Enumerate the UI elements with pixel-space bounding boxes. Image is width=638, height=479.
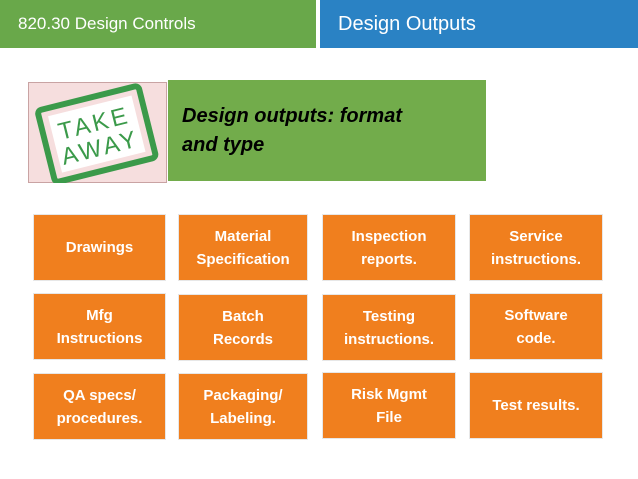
card-line1: Testing bbox=[362, 307, 416, 325]
headline-line1: Design outputs: format bbox=[182, 105, 402, 127]
card-line1: Mfg bbox=[86, 306, 113, 324]
headline-line2: and type bbox=[182, 134, 265, 156]
output-card-testing-instructions: Testing instructions. bbox=[322, 294, 456, 361]
card-line1: Batch bbox=[222, 307, 264, 325]
takeaway-badge: TAKE AWAY bbox=[28, 82, 167, 183]
card-line1: Inspection bbox=[351, 227, 427, 245]
card-line1: Risk Mgmt bbox=[351, 385, 427, 403]
output-card-drawings: Drawings bbox=[33, 214, 166, 281]
card-line2: Labeling. bbox=[210, 409, 276, 427]
card-line1: Service bbox=[509, 227, 563, 245]
card-line2: instructions. bbox=[343, 330, 434, 348]
card-line2: Instructions bbox=[56, 329, 143, 347]
header-section-title: 820.30 Design Controls bbox=[0, 0, 316, 48]
card-line1: Material bbox=[214, 227, 272, 245]
output-card-inspection-reports: Inspection reports. bbox=[322, 214, 456, 281]
headline-box: Design outputs: format and type bbox=[168, 80, 486, 181]
slide-title-label: Design Outputs bbox=[338, 13, 476, 35]
card-line1: QA specs/ bbox=[63, 386, 136, 404]
card-line2: procedures. bbox=[56, 409, 143, 427]
takeaway-stamp-icon: TAKE AWAY bbox=[35, 83, 159, 183]
output-card-test-results: Test results. bbox=[469, 372, 603, 439]
output-card-qa-specs: QA specs/procedures. bbox=[33, 373, 166, 440]
section-title-label: 820.30 Design Controls bbox=[18, 14, 196, 33]
output-card-service-instructions: Service instructions. bbox=[469, 214, 603, 281]
card-line2: Records bbox=[212, 330, 274, 348]
card-line1: Packaging/ bbox=[203, 386, 283, 404]
card-line2: code. bbox=[516, 329, 556, 347]
card-line2: instructions. bbox=[490, 250, 581, 268]
output-card-software-code: Software code. bbox=[469, 293, 603, 360]
header-slide-title: Design Outputs bbox=[320, 0, 638, 48]
card-line1: Software bbox=[504, 306, 568, 324]
output-card-packaging-labeling: Packaging/Labeling. bbox=[178, 373, 308, 440]
card-line2: Specification bbox=[196, 250, 290, 268]
card-line1: Drawings bbox=[65, 239, 134, 256]
card-line1: Test results. bbox=[492, 397, 580, 414]
card-line2: File bbox=[376, 408, 402, 426]
card-line2: reports. bbox=[361, 250, 417, 268]
